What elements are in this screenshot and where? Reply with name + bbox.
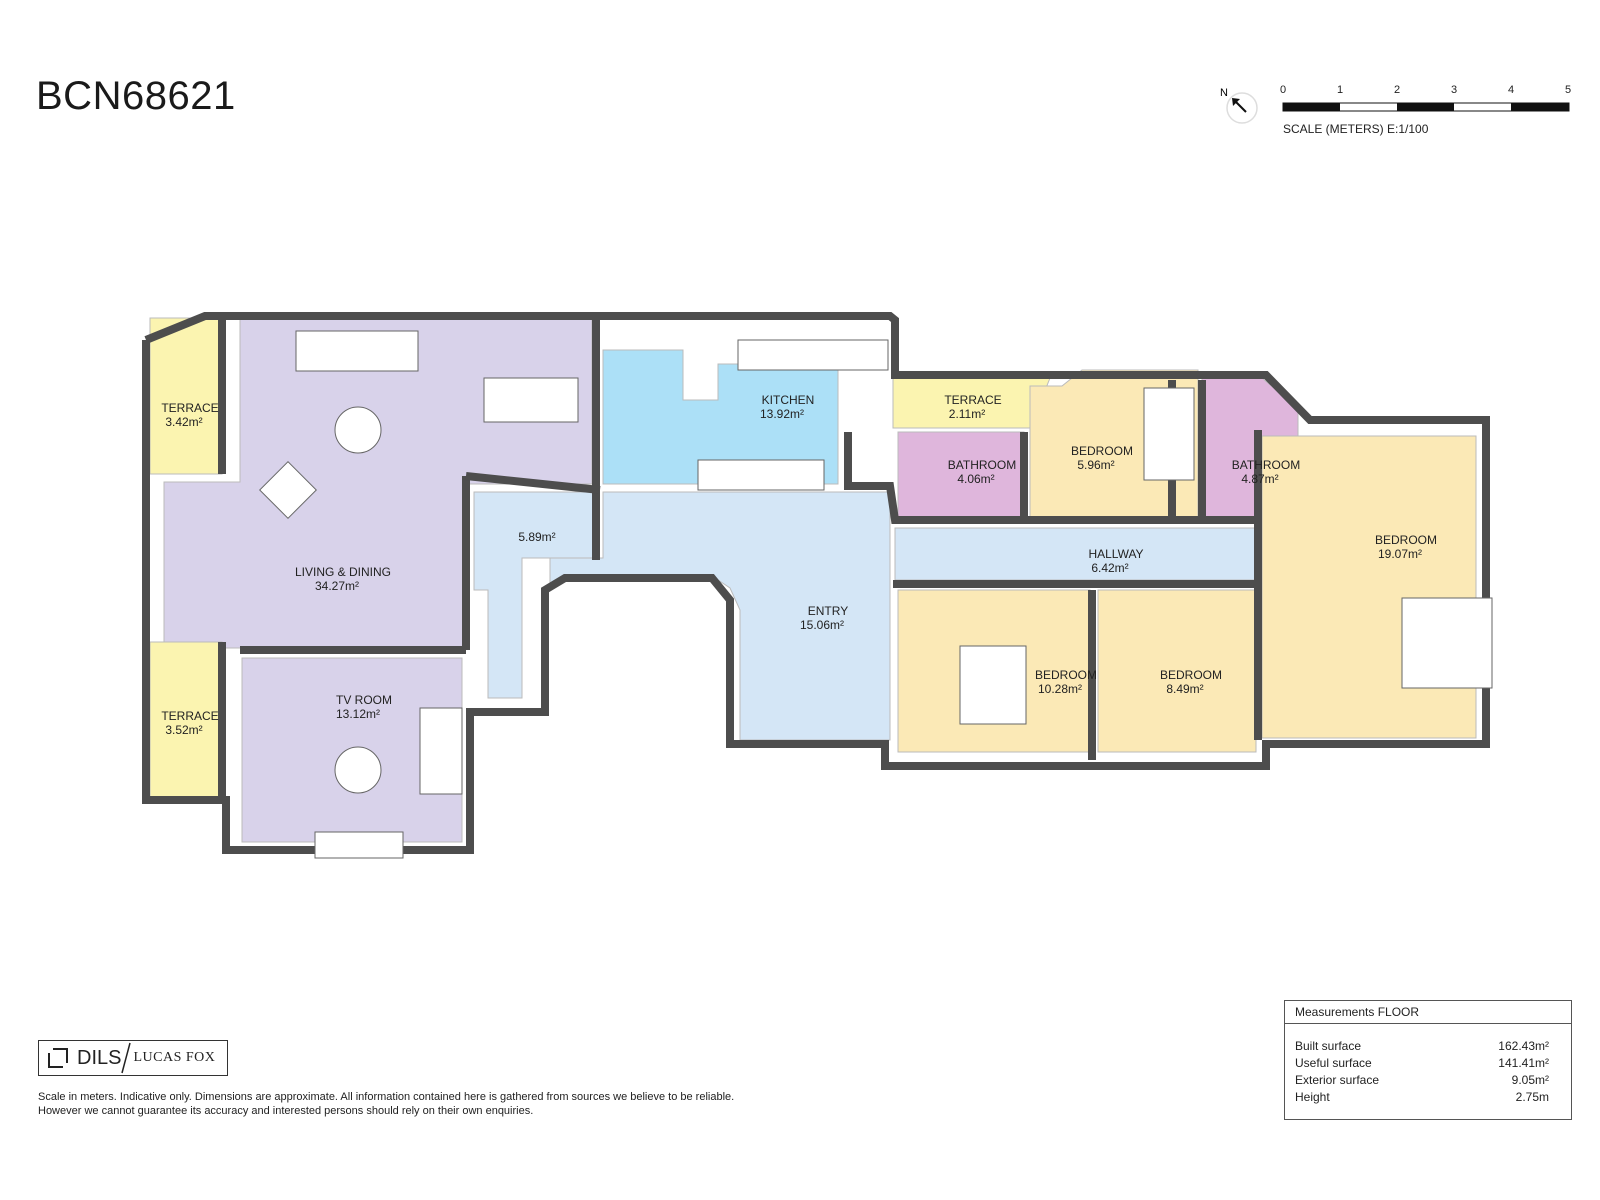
kitchen-island bbox=[697, 459, 825, 491]
disclaimer-line: However we cannot guarantee its accuracy… bbox=[38, 1105, 534, 1117]
dining-table bbox=[483, 377, 579, 423]
bed bbox=[959, 645, 1027, 725]
room-name: TERRACE bbox=[161, 709, 218, 723]
room-area: 15.06m² bbox=[800, 618, 844, 632]
room-area: 5.89m² bbox=[518, 530, 555, 544]
room-circulation bbox=[549, 491, 891, 741]
measurement-label: Built surface bbox=[1295, 1039, 1362, 1053]
armchair bbox=[259, 461, 317, 519]
room-bedroom bbox=[1261, 435, 1477, 739]
room-name: TERRACE bbox=[944, 393, 1001, 407]
room-area: 3.52m² bbox=[165, 723, 202, 737]
room-name: BATHROOM bbox=[948, 458, 1016, 472]
room-name: HALLWAY bbox=[1088, 547, 1143, 561]
room-bedroom bbox=[1097, 589, 1257, 753]
wall bbox=[142, 312, 1490, 854]
sofa bbox=[419, 707, 463, 795]
company-logo: DILS LUCAS FOX bbox=[38, 1040, 228, 1076]
scale-tick: 3 bbox=[1451, 84, 1458, 96]
room-area: 3.42m² bbox=[165, 415, 202, 429]
measurement-row: Exterior surface 9.05m² bbox=[1285, 1072, 1571, 1089]
scale-label: SCALE (METERS) E:1/100 bbox=[1283, 122, 1429, 136]
room-name: TERRACE bbox=[161, 401, 218, 415]
logo-brand-dils: DILS bbox=[77, 1046, 122, 1069]
kitchen-counter bbox=[737, 339, 889, 371]
room-area: 2.11m² bbox=[949, 407, 985, 421]
logo-divider bbox=[121, 1042, 132, 1074]
room-kitchen bbox=[602, 349, 839, 485]
room-area: 4.06m² bbox=[957, 472, 994, 486]
plan-title: BCN68621 bbox=[36, 74, 236, 118]
scale-tick: 4 bbox=[1508, 84, 1515, 96]
disclaimer: Scale in meters. Indicative only. Dimens… bbox=[38, 1090, 734, 1118]
room-area: 10.28m² bbox=[1038, 682, 1082, 696]
room-area: 5.96m² bbox=[1077, 458, 1114, 472]
room-area: 34.27m² bbox=[315, 579, 359, 593]
room-area: 13.12m² bbox=[336, 707, 380, 721]
round-table bbox=[334, 406, 382, 454]
bed bbox=[1143, 387, 1195, 481]
room-circulation bbox=[894, 527, 1258, 581]
measurement-value: 9.05m² bbox=[1511, 1073, 1549, 1087]
logo-brand-lucasfox: LUCAS FOX bbox=[133, 1050, 216, 1065]
wall bbox=[844, 432, 1258, 524]
north-arrow-icon bbox=[1226, 92, 1258, 124]
room-name: BEDROOM bbox=[1035, 668, 1097, 682]
dils-logo-icon bbox=[48, 1048, 68, 1068]
wall bbox=[465, 472, 601, 494]
scale-tick: 2 bbox=[1394, 84, 1401, 96]
room-area: 4.87m² bbox=[1241, 472, 1278, 486]
tv-unit bbox=[314, 831, 404, 859]
scale-tick: 1 bbox=[1337, 84, 1344, 96]
room-name: BEDROOM bbox=[1160, 668, 1222, 682]
room-name: BEDROOM bbox=[1375, 533, 1437, 547]
bed bbox=[1401, 597, 1493, 689]
scale-tick: 5 bbox=[1565, 84, 1572, 96]
room-name: BEDROOM bbox=[1071, 444, 1133, 458]
disclaimer-line: Scale in meters. Indicative only. Dimens… bbox=[38, 1091, 735, 1103]
room-area: 8.49m² bbox=[1166, 682, 1203, 696]
scale-tick: 0 bbox=[1280, 84, 1287, 96]
measurement-row: Useful surface 141.41m² bbox=[1285, 1055, 1571, 1072]
scale-bar bbox=[1282, 102, 1570, 112]
sofa bbox=[295, 330, 419, 372]
measurement-label: Useful surface bbox=[1295, 1056, 1372, 1070]
room-area: 19.07m² bbox=[1378, 547, 1422, 561]
room-terrace bbox=[149, 317, 223, 475]
measurement-row: Height 2.75m bbox=[1285, 1089, 1571, 1106]
compass-and-scale: N bbox=[1220, 87, 1570, 124]
measurement-value: 162.43m² bbox=[1498, 1039, 1549, 1053]
measurement-value: 141.41m² bbox=[1498, 1056, 1549, 1070]
compass-north-label: N bbox=[1220, 87, 1228, 99]
room-area: 6.42m² bbox=[1091, 561, 1128, 575]
room-name: BATHROOM bbox=[1232, 458, 1300, 472]
room-circulation bbox=[473, 491, 596, 699]
measurement-label: Height bbox=[1295, 1090, 1330, 1104]
measurement-label: Exterior surface bbox=[1295, 1073, 1380, 1087]
room-area: 13.92m² bbox=[760, 407, 804, 421]
room-name: TV ROOM bbox=[336, 693, 392, 707]
room-name: ENTRY bbox=[808, 604, 848, 618]
measurements-box: Measurements FLOOR Built surface 162.43m²… bbox=[1284, 1000, 1572, 1120]
round-table bbox=[334, 746, 382, 794]
measurements-heading: Measurements FLOOR bbox=[1285, 1001, 1571, 1024]
room-name: KITCHEN bbox=[762, 393, 815, 407]
measurement-row: Built surface 162.43m² bbox=[1285, 1038, 1571, 1055]
measurement-value: 2.75m bbox=[1515, 1090, 1549, 1104]
room-name: LIVING & DINING bbox=[295, 565, 391, 579]
